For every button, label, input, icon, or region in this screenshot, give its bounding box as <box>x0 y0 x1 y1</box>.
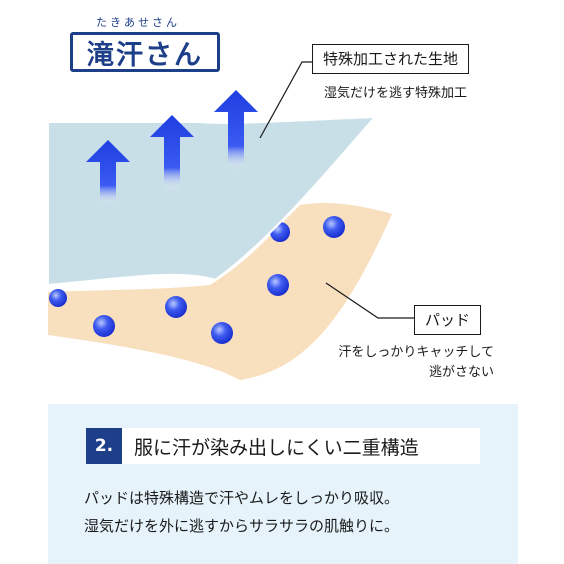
logo-name: 滝汗さん <box>87 39 203 71</box>
sweat-drop <box>211 322 233 344</box>
arrow-up-icon <box>214 90 258 170</box>
pad-description-line: 汗をしっかりキャッチして <box>338 345 494 360</box>
pad-description-line: 逃がさない <box>428 365 494 380</box>
section-body-line: パッドは特殊構造で汗やムレをしっかり吸収。 <box>84 489 400 507</box>
fabric-label: 特殊加工された生地 <box>312 44 470 74</box>
sweat-drop <box>323 216 345 238</box>
section-heading: 2. 服に汗が染み出しにくい二重構造 <box>86 428 480 464</box>
info-panel: 2. 服に汗が染み出しにくい二重構造 パッドは特殊構造で汗やムレをしっかり吸収。… <box>48 404 518 564</box>
pad-label: パッド <box>414 305 482 335</box>
sweat-drop <box>267 274 289 296</box>
fabric-leader-line <box>259 61 312 139</box>
brand-logo: たきあせさん 滝汗さん <box>70 14 260 74</box>
sweat-drop <box>49 289 67 307</box>
sweat-drop <box>165 296 187 318</box>
section-heading-text: 服に汗が染み出しにくい二重構造 <box>134 436 419 459</box>
fabric-description: 湿気だけを逃す特殊加工 <box>324 86 468 101</box>
section-body: パッドは特殊構造で汗やムレをしっかり吸収。 湿気だけを外に逃すからサラサラの肌触… <box>84 484 399 540</box>
section-number: 2. <box>86 428 122 464</box>
logo-box: 滝汗さん <box>70 32 220 72</box>
arrow-up-icon <box>86 140 130 205</box>
section-body-line: 湿気だけを外に逃すからサラサラの肌触りに。 <box>84 517 400 535</box>
pad-layer <box>48 203 392 380</box>
arrow-up-icon <box>150 115 194 190</box>
sweat-drop <box>93 315 115 337</box>
pad-leader-line <box>325 282 414 319</box>
logo-furigana: たきあせさん <box>96 16 180 29</box>
layer-illustration <box>47 61 414 380</box>
pad-description: 汗をしっかりキャッチして 逃がさない <box>338 343 494 383</box>
